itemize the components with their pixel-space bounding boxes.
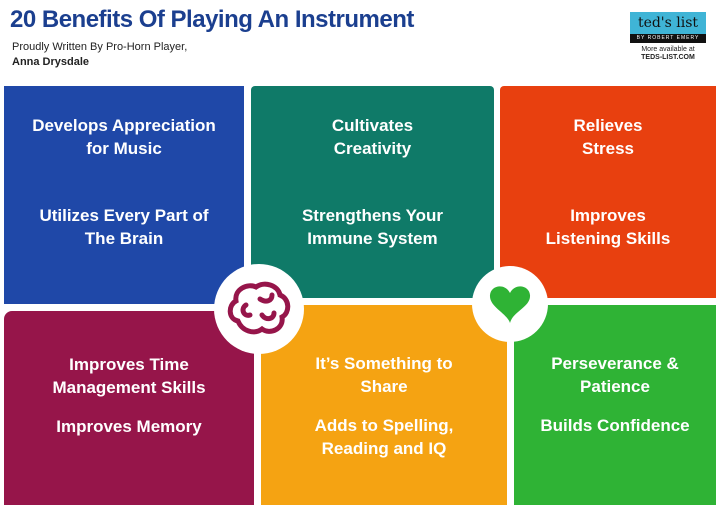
page-title: 20 Benefits Of Playing An Instrument (10, 6, 414, 33)
benefit: Improves Memory (56, 417, 202, 436)
benefit: Adds to Spelling, Reading and IQ (314, 416, 454, 458)
panel-blue: Develops Appreciation for Music Utilizes… (4, 86, 244, 304)
author: Anna Drysdale (12, 56, 90, 68)
panel-maroon: Improves Time Management Skills Improves… (4, 311, 254, 505)
benefit: It’s Something to Share (315, 354, 453, 396)
brain-icon (227, 281, 291, 335)
panel-orange: It’s Something to Share Adds to Spelling… (261, 305, 507, 505)
brain-circle (214, 264, 304, 354)
logo-name: ted's list (630, 12, 706, 34)
benefit: Improves Time Management Skills (52, 355, 206, 397)
benefit: Cultivates Creativity (331, 116, 414, 158)
logo-tagline: BY ROBERT EMERY (630, 34, 706, 43)
teds-list-logo[interactable]: ted's list BY ROBERT EMERY More availabl… (630, 12, 706, 62)
heart-icon (489, 286, 531, 323)
byline: Proudly Written By Pro-Horn Player, Anna … (12, 40, 187, 70)
logo-more: More available at (641, 46, 695, 53)
heart-circle (472, 266, 548, 342)
benefit: Improves Listening Skills (545, 206, 671, 248)
byline-text: Proudly Written By Pro-Horn Player, (12, 41, 188, 53)
benefit: Develops Appreciation for Music (32, 116, 216, 158)
benefit: Builds Confidence (540, 416, 690, 435)
logo-url: TEDS-LIST.COM (641, 54, 695, 61)
benefit: Strengthens Your Immune System (301, 206, 444, 248)
benefit: Utilizes Every Part of The Brain (39, 206, 209, 248)
benefit: Perseverance & Patience (551, 354, 679, 396)
panel-green: Perseverance & Patience Builds Confidenc… (514, 305, 716, 505)
benefit: Relieves Stress (573, 116, 643, 158)
panel-teal: Cultivates Creativity Strengthens Your I… (251, 86, 494, 298)
panel-red: Relieves Stress Improves Listening Skill… (500, 86, 716, 298)
